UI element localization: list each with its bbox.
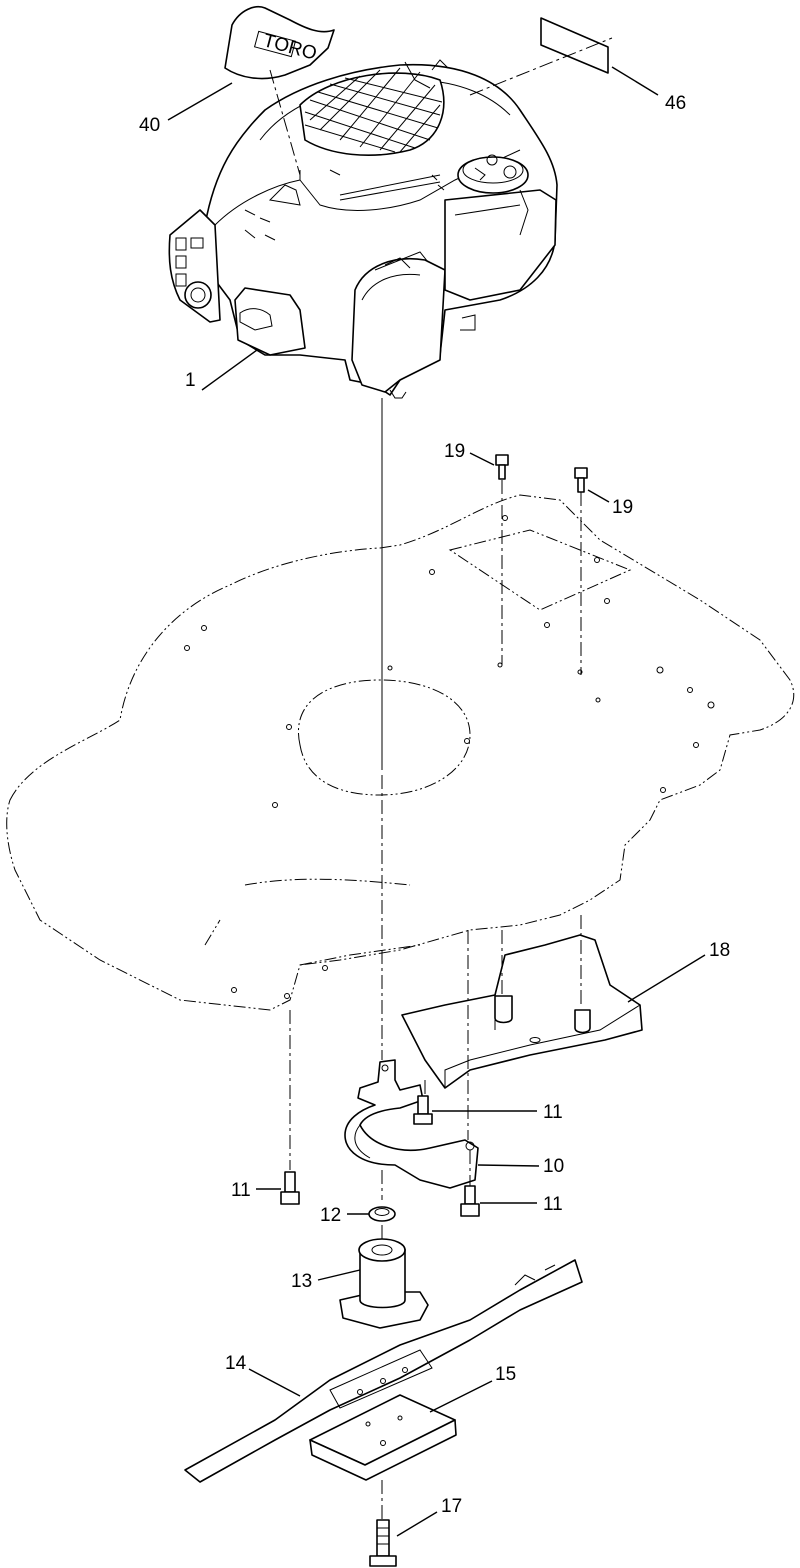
grille-mesh	[304, 67, 443, 153]
callout-labels: 1 40 46 19 19 18 11 10 11 11 12 13 14 15…	[139, 93, 730, 1517]
leader-lines	[167, 66, 706, 1537]
callout-17: 17	[441, 1496, 462, 1517]
callout-14: 14	[225, 1353, 247, 1374]
toro-decal: TORO	[224, 6, 335, 80]
deck-baffle	[401, 934, 643, 1089]
bolt-11-left	[280, 1171, 300, 1205]
callout-1: 1	[185, 370, 196, 391]
callout-46: 46	[665, 93, 686, 114]
bolt-11-right	[460, 1185, 480, 1217]
blade-adapter-bracket	[344, 1059, 479, 1189]
label-decal	[540, 17, 609, 74]
bolt-19-left	[495, 454, 509, 480]
callout-15: 15	[495, 1364, 516, 1385]
callout-10: 10	[543, 1156, 564, 1177]
mower-deck-phantom	[6, 494, 795, 1011]
engine	[168, 59, 558, 399]
callout-18: 18	[709, 940, 730, 961]
blade-bolt	[369, 1519, 397, 1567]
mower-blade	[184, 1259, 583, 1483]
blade-stiffener	[309, 1394, 457, 1481]
callout-13: 13	[291, 1271, 312, 1292]
callout-40: 40	[139, 115, 160, 136]
callout-12: 12	[320, 1205, 341, 1226]
bolt-19-right	[574, 467, 588, 493]
callout-19-left: 19	[444, 441, 465, 462]
callout-11-right: 11	[543, 1194, 563, 1215]
bolt-11-upper	[413, 1095, 433, 1125]
callout-11-upper: 11	[543, 1102, 563, 1123]
washer	[368, 1206, 396, 1222]
blade-adapter	[339, 1238, 429, 1329]
callout-19-right: 19	[612, 497, 633, 518]
callout-11-left: 11	[231, 1180, 251, 1201]
alignment-lines	[269, 37, 613, 1520]
